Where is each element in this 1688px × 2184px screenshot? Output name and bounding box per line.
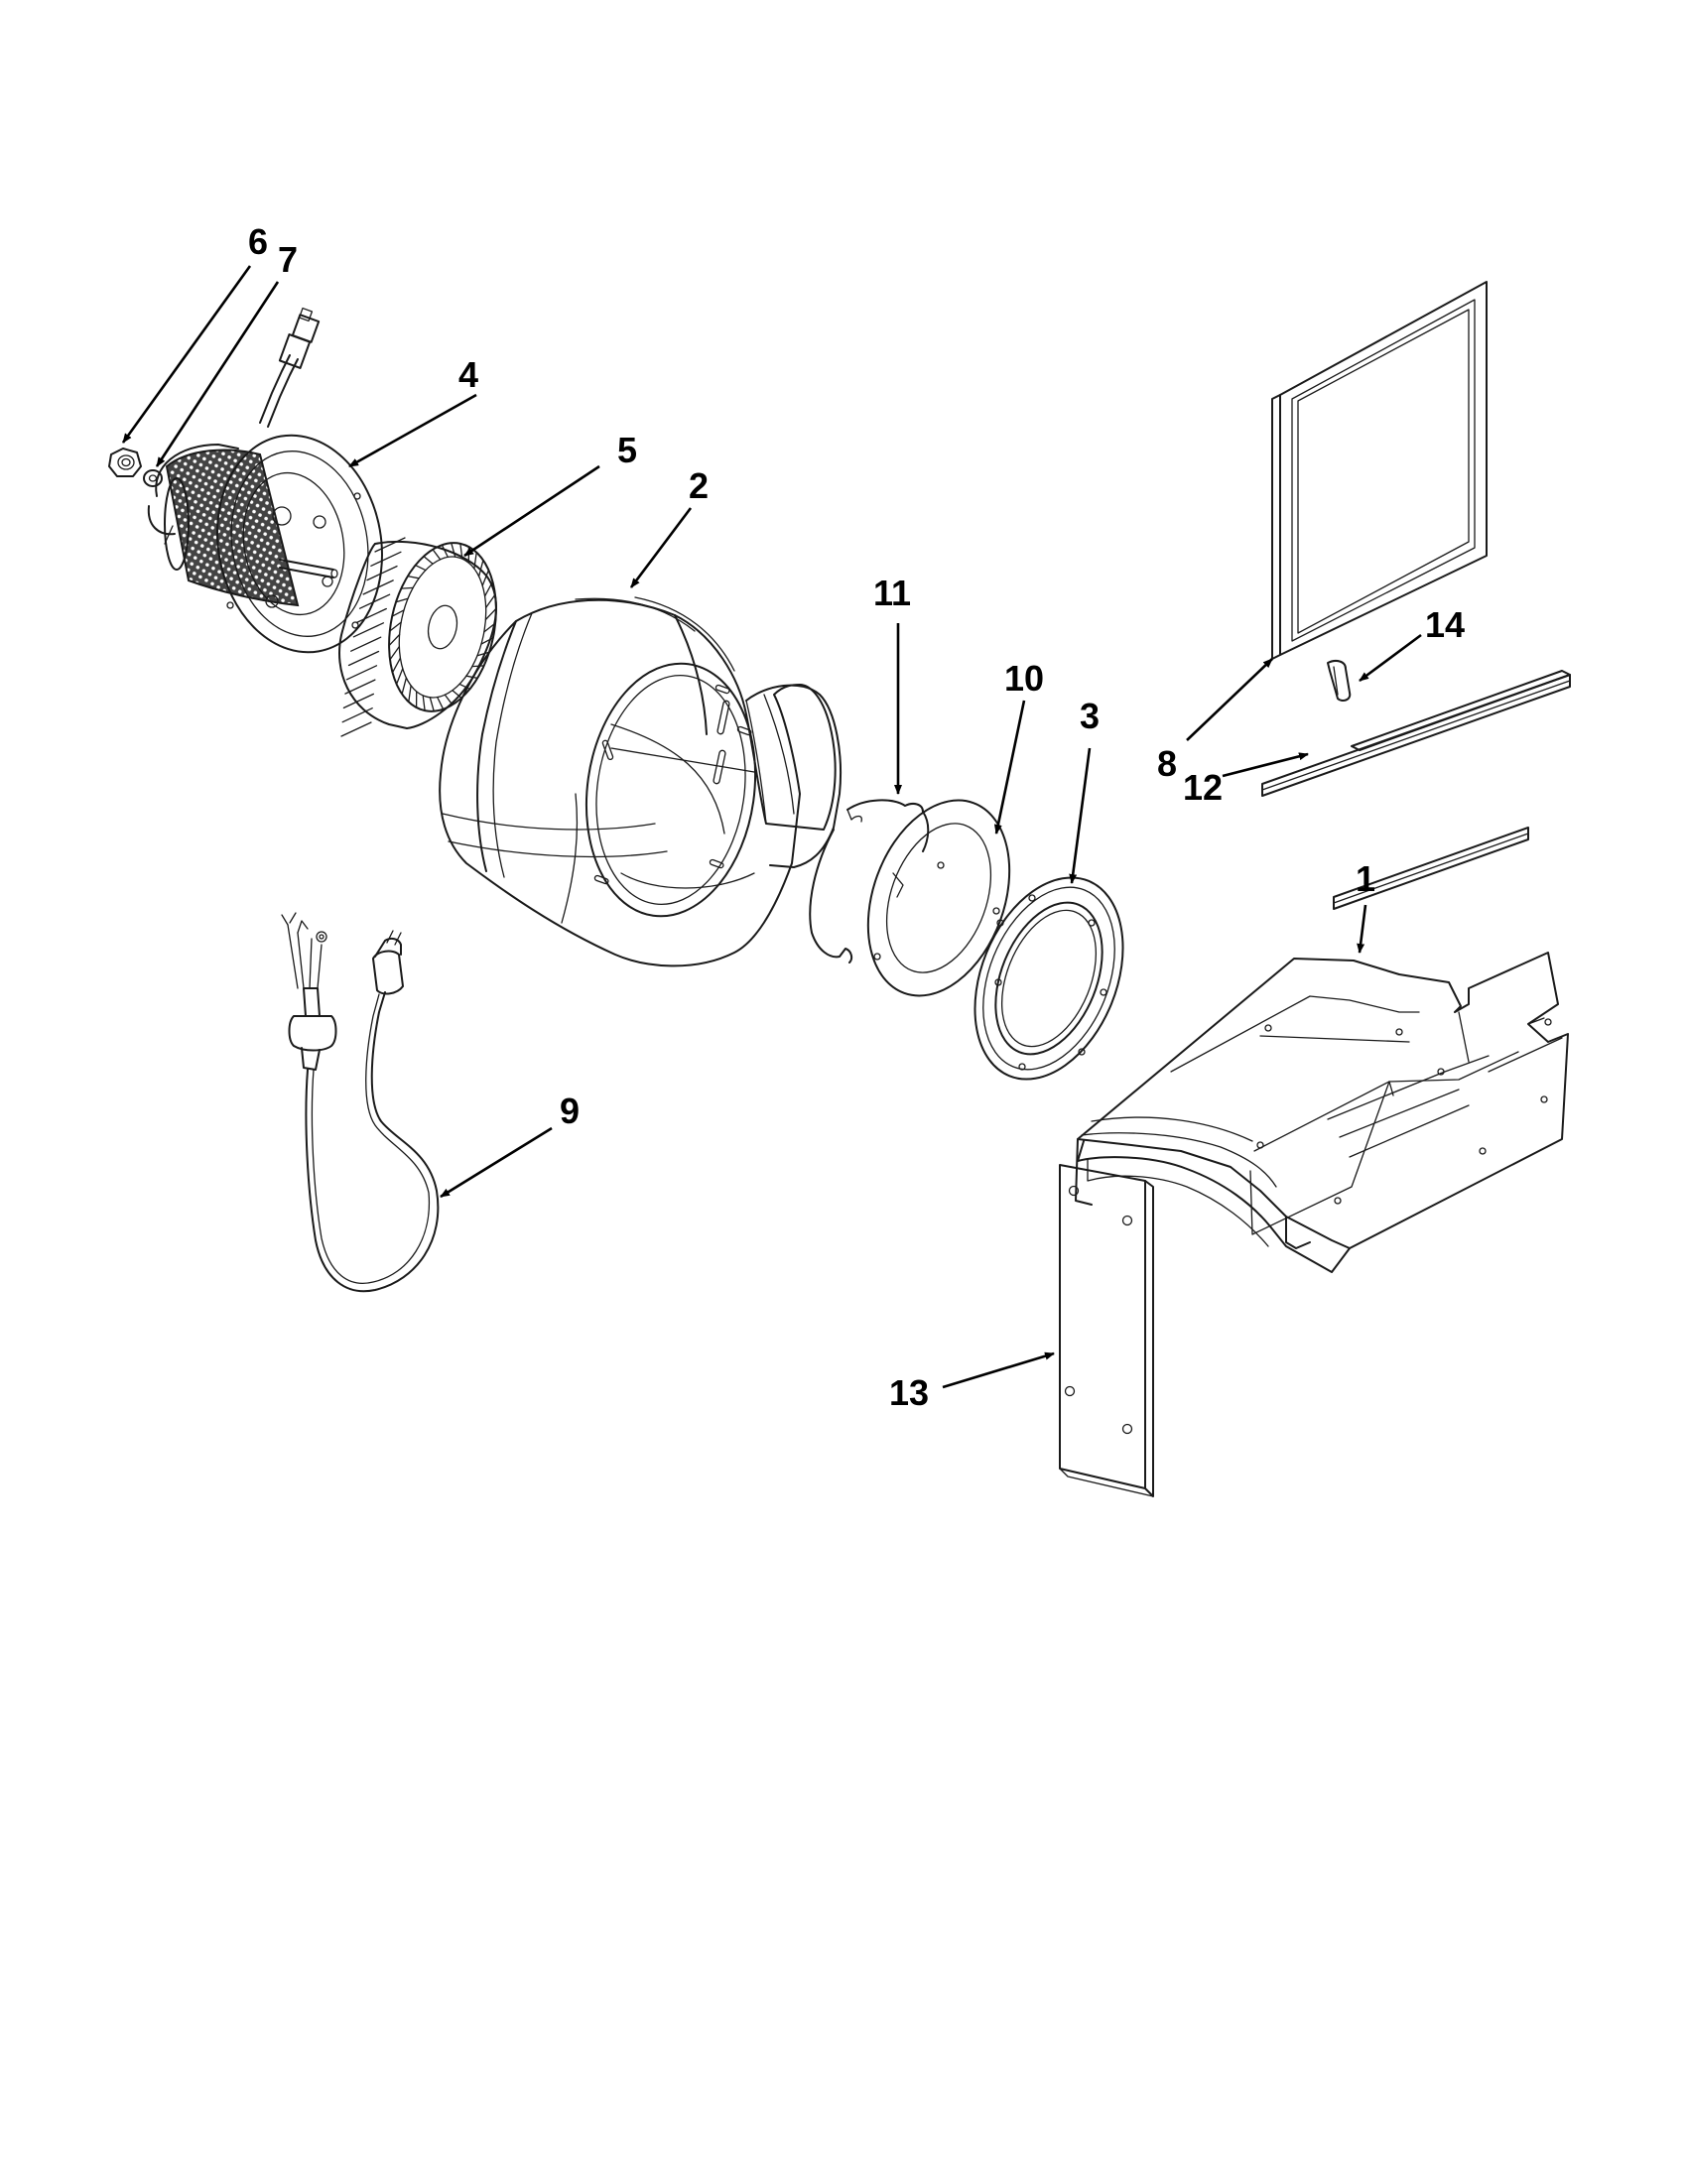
- fan-blade-side: [366, 565, 398, 581]
- callout-13: 13: [889, 1372, 929, 1413]
- leader-2: [629, 507, 693, 588]
- callout-9: 9: [560, 1091, 580, 1131]
- callout-14: 14: [1425, 604, 1465, 645]
- callout-11: 11: [873, 573, 911, 613]
- callout-7: 7: [278, 239, 298, 280]
- fan-blade: [388, 633, 401, 647]
- fan-blade: [484, 607, 497, 621]
- fan-blade: [395, 597, 409, 603]
- callout-2: 2: [689, 465, 709, 506]
- fan-blade: [423, 555, 434, 565]
- fan-blade: [437, 696, 445, 710]
- fan-blade: [459, 543, 463, 560]
- callout-1: 1: [1356, 858, 1375, 899]
- fan-blade: [473, 552, 477, 570]
- fan-blade: [483, 622, 496, 633]
- leader-10: [993, 700, 1026, 835]
- part-nut: [108, 448, 142, 477]
- callout-numbers: 1 2 3 4 5 6 7 8 9 10 11 12 13 14: [248, 221, 1465, 1413]
- fan-blade: [401, 677, 408, 696]
- part-blower-housing: [439, 596, 843, 967]
- leader-7: [155, 281, 280, 467]
- fan-blade-side: [342, 693, 375, 709]
- fan-blade: [414, 564, 427, 572]
- callout-12: 12: [1183, 767, 1223, 808]
- fan-blade-side: [345, 665, 378, 681]
- fan-blade: [477, 559, 484, 578]
- fan-blade-side: [347, 650, 380, 667]
- leader-8: [1186, 658, 1273, 741]
- fan-blade: [407, 575, 420, 579]
- leader-4: [348, 393, 477, 468]
- leader-5: [463, 464, 600, 558]
- part-clip: [1327, 660, 1352, 702]
- leader-3: [1069, 747, 1092, 884]
- fan-blade: [432, 549, 442, 561]
- leader-6: [121, 265, 252, 444]
- leader-14: [1359, 633, 1422, 683]
- fan-blade: [458, 683, 471, 691]
- fan-blade: [476, 651, 490, 657]
- fan-blade-side: [340, 721, 372, 737]
- leader-1: [1357, 904, 1367, 954]
- part-cover-panel: [1059, 1164, 1154, 1497]
- callout-8: 8: [1157, 743, 1177, 784]
- part-retaining-ring: [809, 799, 930, 964]
- fan-blade: [485, 593, 496, 609]
- fan-blade: [452, 690, 462, 700]
- fan-blade-side: [355, 607, 387, 624]
- leader-12: [1222, 752, 1309, 778]
- fan-blade-side: [350, 636, 382, 652]
- callout-5: 5: [617, 430, 637, 470]
- part-blower-wheel: [338, 537, 497, 737]
- fan-blade: [444, 694, 454, 706]
- fan-blade: [441, 544, 449, 559]
- fan-blade: [481, 569, 490, 586]
- callout-10: 10: [1004, 658, 1044, 699]
- part-flange-ring: [974, 876, 1124, 1081]
- part-gasket-plate: [866, 799, 1011, 997]
- fan-blade: [429, 697, 435, 712]
- part-motor: [147, 307, 383, 654]
- leader-13: [942, 1351, 1055, 1389]
- fan-blade: [391, 609, 405, 617]
- fan-blade-side: [341, 707, 373, 723]
- fan-blade-side: [362, 579, 394, 595]
- fan-blade: [391, 657, 402, 674]
- fan-blade: [395, 668, 404, 686]
- leader-lines: [121, 265, 1422, 1389]
- fan-blade: [422, 695, 426, 711]
- fan-blade-side: [370, 551, 402, 567]
- part-channel-strips: [1261, 670, 1571, 910]
- fan-blade: [389, 645, 400, 661]
- fan-blade: [400, 586, 414, 589]
- part-power-cord: [281, 912, 440, 1293]
- fan-blade-side: [358, 593, 391, 609]
- fan-blade: [471, 665, 485, 668]
- fan-blade-side: [352, 622, 385, 638]
- fan-blade: [408, 685, 412, 703]
- callout-4: 4: [458, 354, 478, 395]
- fan-blade-side: [344, 679, 376, 695]
- part-grease-filter: [1271, 281, 1488, 660]
- leader-9: [440, 1126, 553, 1199]
- fan-blade: [389, 621, 402, 632]
- fan-blade: [483, 580, 494, 597]
- fan-blade: [465, 675, 478, 680]
- fan-blade: [451, 542, 456, 558]
- callout-6: 6: [248, 221, 268, 262]
- fan-blade: [480, 637, 494, 645]
- callout-3: 3: [1080, 696, 1100, 736]
- fan-blade-side: [374, 537, 406, 553]
- part-mounting-base: [1075, 952, 1569, 1273]
